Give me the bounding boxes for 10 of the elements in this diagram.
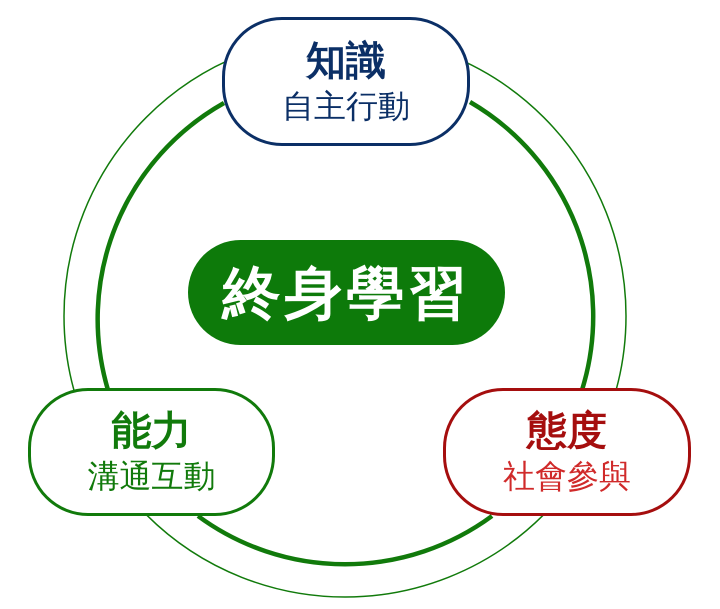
pill-subtitle: 溝通互動 (88, 456, 216, 497)
pill-heading: 能力 (112, 407, 192, 455)
pill-heading: 態度 (527, 407, 607, 455)
ring-arc (468, 100, 596, 391)
pill-subtitle: 自主行動 (282, 86, 410, 126)
pill-heading: 知識 (306, 36, 386, 84)
center-title: 終身學習 (222, 258, 470, 328)
ring-arc (196, 514, 494, 566)
pill-subtitle: 社會參與 (503, 456, 631, 497)
ring-arc (96, 101, 226, 390)
